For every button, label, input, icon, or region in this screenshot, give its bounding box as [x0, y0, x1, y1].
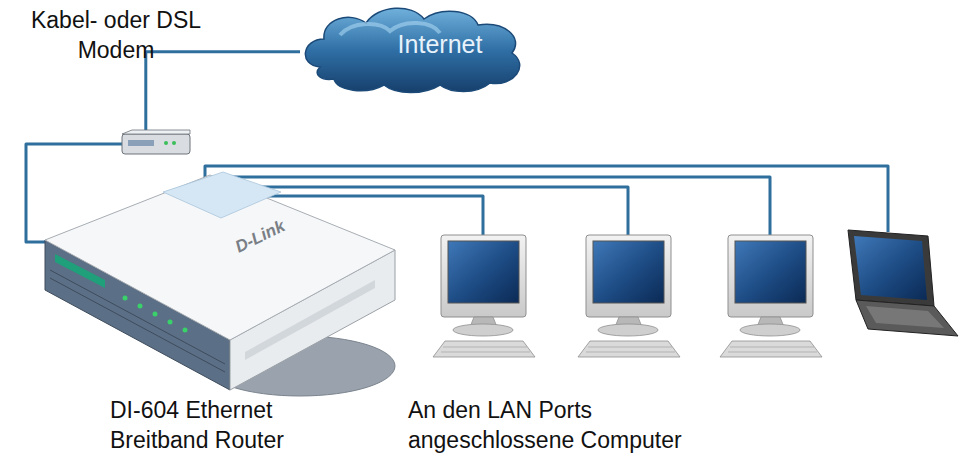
- graphic-part: [138, 304, 143, 309]
- laptop-lid: [848, 230, 934, 306]
- group-caption: An den LAN Ports angeschlossene Computer: [408, 395, 688, 455]
- cloud-label: Internet: [370, 29, 510, 60]
- device-caption: DI-604 Ethernet Breitband Router: [110, 395, 340, 455]
- graphic-part: [50, 278, 225, 372]
- graphic-part: [122, 134, 190, 154]
- desktop-computer: [578, 235, 680, 357]
- internet-cloud: Internet: [300, 5, 525, 90]
- desktop-computer: [433, 235, 535, 357]
- modem-device: Kabel- oder DSL Modem: [122, 130, 190, 158]
- graphic-part: [168, 320, 173, 325]
- router-device-outline: [45, 170, 400, 395]
- laptop-screen: [854, 236, 927, 300]
- graphic-part: [128, 140, 154, 146]
- router-device: D-LinkDI-604 Ethernet Breitband Router: [45, 170, 400, 395]
- graphic-part: [50, 270, 225, 364]
- graphic-part: [50, 270, 225, 372]
- graphic-part: [245, 280, 375, 360]
- graphic-part: [122, 130, 190, 134]
- device-heading: Kabel- oder DSL Modem: [0, 5, 236, 65]
- desktop-computer: [720, 235, 822, 357]
- laptop-keyboard: [866, 306, 944, 328]
- network-cable: [146, 52, 300, 130]
- graphic-part: [123, 296, 128, 301]
- graphic-part: [305, 8, 519, 92]
- graphic-part: [183, 328, 188, 333]
- graphic-part: [164, 141, 168, 145]
- graphic-part: [172, 141, 176, 145]
- modem-device-outline: [122, 130, 190, 158]
- graphic-part: [163, 172, 281, 218]
- laptop-base: [856, 300, 958, 336]
- graphic-part: [55, 254, 105, 288]
- graphic-part: [153, 312, 158, 317]
- laptop-computer: [848, 230, 958, 336]
